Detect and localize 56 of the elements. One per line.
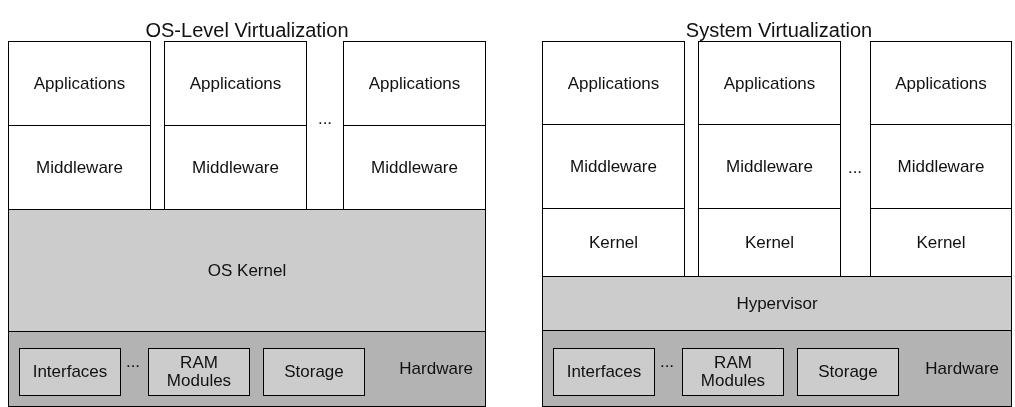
layer-box [8, 41, 151, 127]
layer-box [164, 41, 307, 127]
layer-label: Middleware [570, 158, 657, 176]
component-box [553, 348, 655, 396]
layer-label: Hardware [925, 359, 999, 378]
layer-box [343, 41, 486, 127]
layer-box [542, 124, 685, 210]
layer-label: Applications [723, 74, 816, 93]
layer-label: RAM Modules [699, 354, 767, 390]
component-box [263, 348, 365, 396]
layer-box [870, 208, 1012, 278]
layer-label: Applications [33, 75, 126, 93]
layer-box [698, 208, 841, 278]
layer-label: Hypervisor [736, 295, 818, 313]
layer-box [164, 125, 307, 211]
layer-label: Applications [567, 74, 660, 93]
layer-box [698, 124, 841, 210]
layer-label: Kernel [744, 234, 795, 252]
layer-label: Storage [284, 363, 344, 381]
layer-band [542, 276, 1012, 332]
layer-label: Middleware [726, 158, 813, 176]
panel-heading: System Virtualization [685, 18, 873, 42]
layer-box [870, 41, 1012, 126]
ellipsis-text: ... [317, 109, 333, 129]
ellipsis-text: ... [659, 352, 675, 372]
layer-band [8, 209, 486, 333]
layer-label: Applications [189, 75, 282, 93]
layer-box [343, 125, 486, 211]
layer-label: Applications [368, 75, 461, 93]
layer-label: Middleware [192, 159, 279, 177]
layer-label: Storage [818, 363, 878, 381]
layer-label: Middleware [36, 159, 123, 177]
layer-box [870, 124, 1012, 210]
layer-band [542, 330, 1012, 407]
layer-label: Middleware [371, 159, 458, 177]
layer-box [542, 208, 685, 278]
layer-box [542, 41, 685, 126]
component-box [682, 348, 784, 396]
component-box [797, 348, 899, 396]
layer-label: Middleware [897, 158, 985, 176]
component-box [148, 348, 250, 396]
layer-label: Interfaces [566, 363, 642, 381]
layer-label: Kernel [916, 234, 966, 252]
ellipsis-text: ... [125, 352, 141, 372]
layer-label: Interfaces [32, 363, 108, 381]
component-box [19, 348, 121, 396]
panel-heading: OS-Level Virtualization [145, 18, 349, 42]
layer-box [698, 41, 841, 126]
layer-label: Applications [895, 74, 987, 93]
layer-box [8, 125, 151, 211]
layer-label: Hardware [399, 360, 473, 378]
layer-label: Kernel [588, 234, 639, 252]
layer-label: RAM Modules [165, 354, 233, 390]
layer-band [8, 331, 486, 407]
ellipsis-text: ... [847, 158, 863, 178]
layer-label: OS Kernel [207, 262, 287, 280]
